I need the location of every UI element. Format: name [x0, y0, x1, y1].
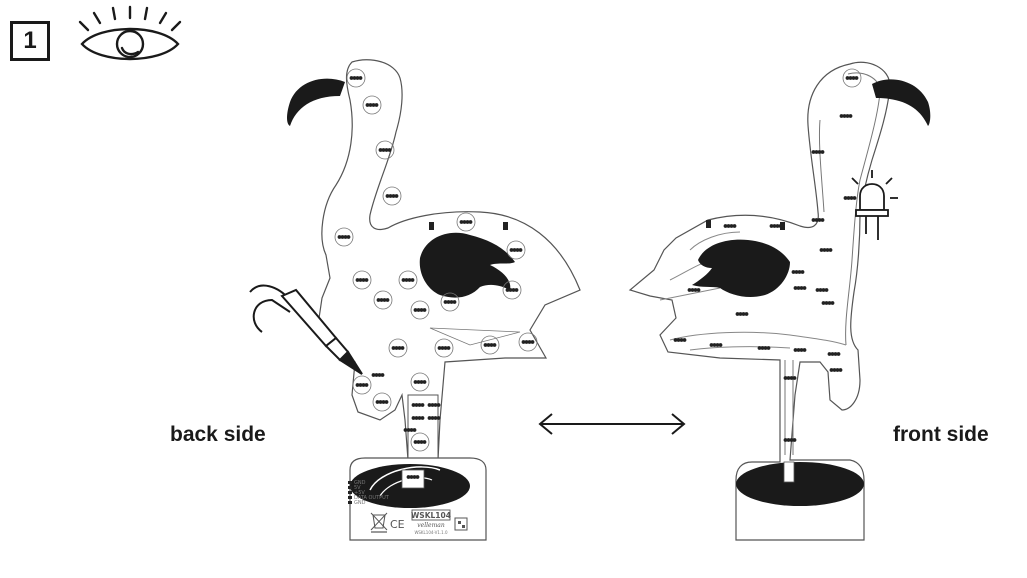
soldering-iron-icon: [249, 284, 363, 375]
board-brand: velleman: [417, 522, 445, 529]
board-model-box: WSKL104: [411, 511, 451, 520]
front-base-disc: [736, 462, 864, 506]
back-beak: [287, 78, 345, 126]
board-qr-mark: [454, 517, 468, 531]
back-side-label: back side: [170, 423, 266, 446]
double-arrow-icon: [538, 413, 686, 435]
step-number-box: 1: [10, 21, 50, 61]
back-led-footprints: [335, 69, 537, 451]
svg-text:GND: GND: [354, 500, 366, 506]
front-beak: [872, 79, 931, 126]
front-led-footprints: [673, 69, 861, 442]
back-side-flamingo: GND 5V +5V DATA OUTPUT GND CE WSKL104 ve…: [249, 59, 581, 541]
front-wing: [692, 239, 790, 298]
svg-text:DATA OUTPUT: DATA OUTPUT: [354, 495, 390, 501]
eye-icon: [78, 5, 182, 61]
led-bulb-icon: [851, 170, 898, 240]
weee-bin-icon: [370, 512, 388, 533]
back-pin-labels: GND 5V +5V DATA OUTPUT GND: [348, 480, 390, 506]
svg-text:+5V: +5V: [354, 490, 365, 496]
svg-text:GND: GND: [354, 480, 366, 486]
front-side-flamingo: [628, 61, 931, 541]
back-wing: [419, 232, 515, 298]
step-number: 1: [23, 27, 37, 54]
board-code: WSKL104-V1.1.0: [414, 530, 448, 535]
front-side-label: front side: [893, 423, 989, 446]
svg-text:5V: 5V: [354, 485, 361, 491]
ce-mark-icon: CE: [390, 518, 405, 531]
front-flamingo-outline: [628, 61, 891, 541]
